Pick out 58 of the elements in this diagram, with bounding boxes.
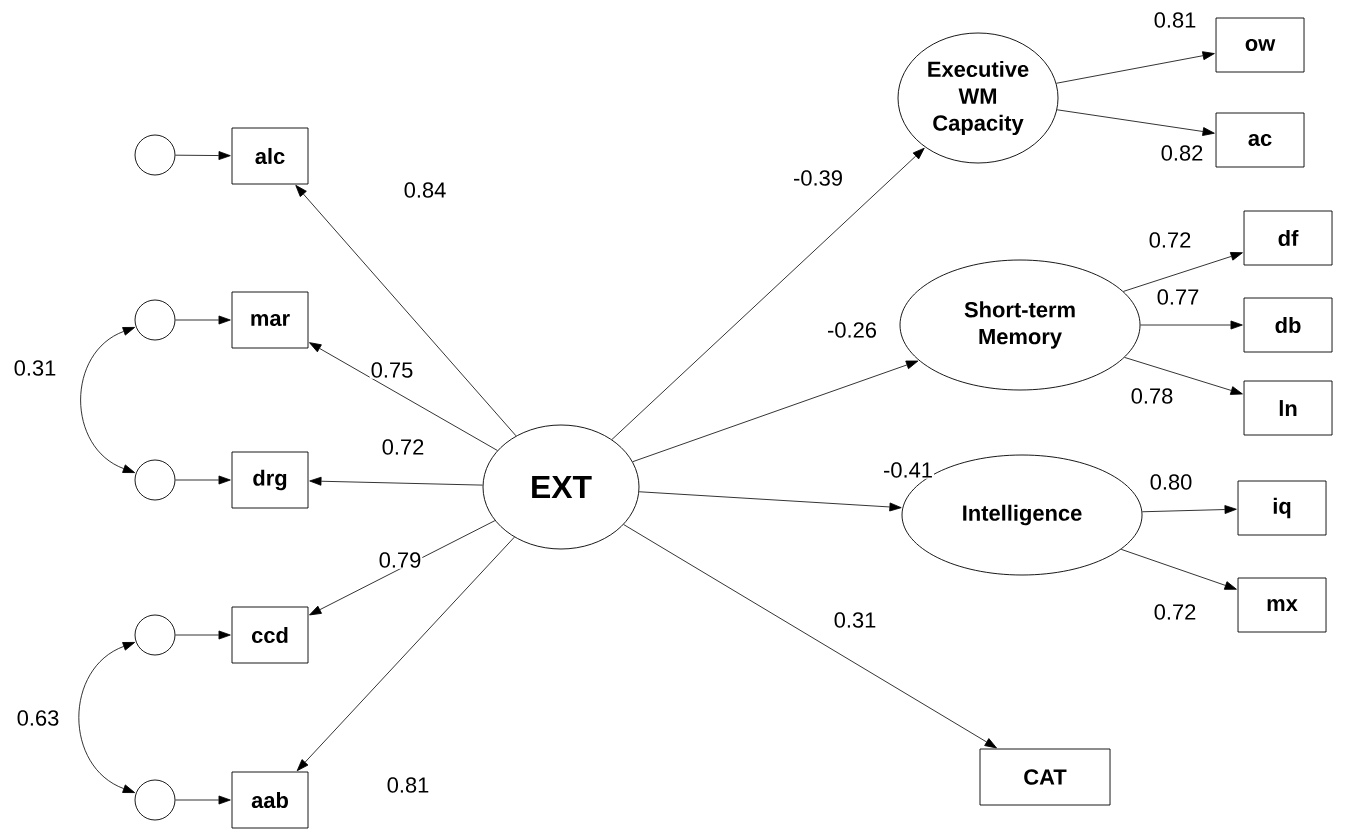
- edge-label: 0.80: [1148, 473, 1194, 491]
- edge-label: 0.82: [1159, 144, 1205, 162]
- arrow: [1124, 357, 1243, 395]
- error-circle: [134, 459, 176, 501]
- arrow: [1056, 109, 1215, 136]
- arrow: [1056, 51, 1215, 84]
- edge-label: 0.63: [15, 709, 61, 727]
- arrow: [175, 315, 231, 325]
- variable-box: alc: [231, 127, 309, 185]
- variable-box: ow: [1215, 17, 1305, 73]
- edge-label: 0.31: [832, 611, 878, 629]
- edge-label: 0.72: [380, 438, 426, 456]
- edge-label: 0.81: [385, 776, 431, 794]
- edge-label: 0.72: [1152, 603, 1198, 621]
- edge-label: -0.26: [826, 321, 878, 339]
- variable-box: drg: [231, 451, 309, 509]
- arrow: [1140, 320, 1243, 330]
- arrow: [309, 476, 483, 486]
- error-circle: [134, 299, 176, 341]
- edge-label: -0.39: [792, 169, 844, 187]
- error-circle: [134, 614, 176, 656]
- variable-box: iq: [1237, 480, 1327, 536]
- variable-box: ln: [1243, 380, 1333, 436]
- curved-double-arrow: [78, 642, 136, 793]
- error-circle: [134, 134, 176, 176]
- variable-box: CAT: [979, 748, 1111, 806]
- arrow: [175, 795, 231, 805]
- arrow: [632, 360, 919, 463]
- arrow: [296, 536, 515, 772]
- edge-label: 0.81: [1152, 11, 1198, 29]
- arrow: [309, 520, 496, 616]
- variable-box: df: [1243, 210, 1333, 266]
- variable-box: aab: [231, 771, 309, 829]
- arrow: [638, 491, 902, 512]
- arrow: [623, 524, 997, 749]
- variable-box: mx: [1237, 577, 1327, 633]
- arrow: [1120, 548, 1237, 590]
- arrow: [175, 475, 231, 485]
- variable-box: ac: [1215, 112, 1305, 168]
- arrow: [1123, 252, 1243, 292]
- edge-label: 0.31: [12, 359, 58, 377]
- edge-label: 0.79: [377, 551, 423, 569]
- variable-box: ccd: [231, 606, 309, 664]
- arrow: [611, 147, 925, 440]
- error-circle: [134, 779, 176, 821]
- arrow: [175, 151, 231, 160]
- edge-label: 0.77: [1155, 288, 1201, 306]
- edge-label: 0.72: [1147, 231, 1193, 249]
- arrow: [1141, 505, 1237, 514]
- arrow: [175, 630, 231, 640]
- arrow: [309, 342, 498, 451]
- curved-double-arrow: [80, 327, 136, 473]
- edge-label: 0.75: [369, 361, 415, 379]
- variable-box: mar: [231, 291, 309, 349]
- edge-label: 0.84: [402, 181, 448, 199]
- arrow: [295, 184, 517, 437]
- variable-box: db: [1243, 297, 1333, 353]
- edge-label: -0.41: [882, 461, 934, 479]
